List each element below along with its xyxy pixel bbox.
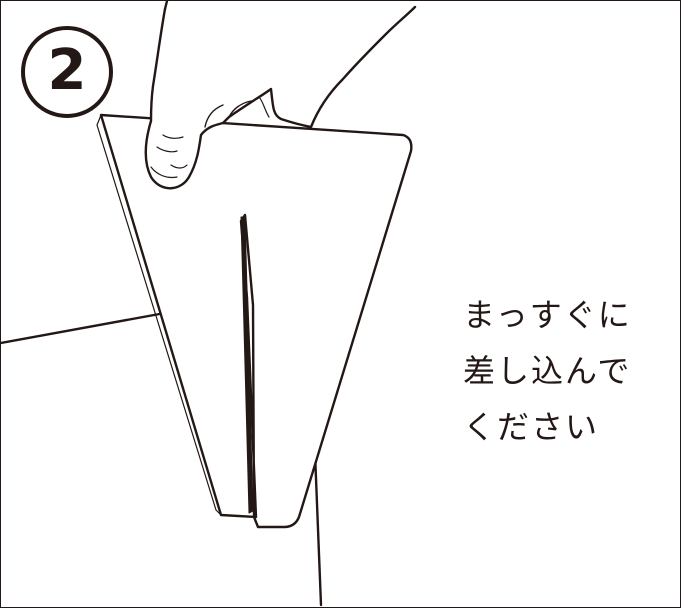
instruction-line-2: 差し込んで — [463, 352, 632, 390]
instruction-text: まっすぐに 差し込んで ください — [463, 287, 663, 455]
instruction-line-1: まっすぐに — [463, 296, 632, 334]
triangle-panel-back — [96, 114, 222, 516]
step-number: 2 — [47, 38, 87, 103]
box-side-edge — [313, 451, 323, 607]
triangle-panel-front — [99, 113, 413, 529]
step-number-badge: 2 — [21, 26, 113, 118]
instruction-line-3: ください — [463, 408, 600, 446]
hand-outline — [144, 5, 417, 190]
panel-slot — [240, 216, 254, 514]
